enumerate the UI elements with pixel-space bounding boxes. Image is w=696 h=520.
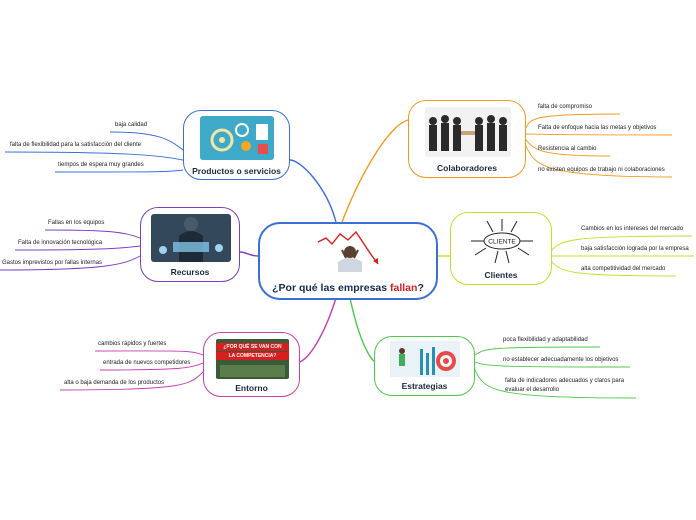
estrategias-label: Estrategias: [401, 381, 448, 391]
entorno-label: Entorno: [235, 383, 268, 393]
estrategias-leaf-2[interactable]: no establecer adecuadamente los objetivo…: [503, 357, 619, 363]
colaboradores-leaf-1[interactable]: falta de compromiso: [538, 104, 593, 110]
target-strategy-icon: [390, 341, 460, 377]
central-topic[interactable]: ¿Por qué las empresas fallan?: [258, 222, 438, 300]
central-title-suffix: ?: [417, 282, 424, 294]
clientes-label: Clientes: [484, 270, 518, 280]
clientes-leaf-3[interactable]: alta competitividad del mercado: [581, 266, 666, 272]
entorno-leaf-1[interactable]: cambios rápidos y fuertes: [98, 341, 167, 347]
productos-leaf-3[interactable]: tiempos de espera muy grandes: [58, 162, 144, 168]
recursos-leaf-3[interactable]: Gastos imprevistos por fallas internas: [2, 260, 103, 266]
productos-leaf-2[interactable]: falta de flexibilidad para la satisfacci…: [10, 142, 142, 148]
estrategias-leaf-1[interactable]: poca flexibilidad y adaptabilidad: [503, 337, 588, 343]
client-arrows-icon: CLIENTE: [471, 219, 533, 264]
connector-colaboradores: [341, 119, 409, 223]
topic-productos[interactable]: Productos o servicios: [183, 110, 290, 180]
estrategias-leaf-3a[interactable]: falta de indicadores adecuados y claros …: [505, 378, 625, 384]
colaboradores-label: Colaboradores: [437, 163, 497, 173]
entorno-leaf-3[interactable]: alta o baja demanda de los productos: [64, 380, 165, 386]
colaboradores-leaf-4[interactable]: no existen equipos de trabajo ni colabor…: [538, 167, 665, 173]
colaboradores-leaf-2[interactable]: Falta de enfoque hacia las metas y objet…: [538, 125, 657, 131]
clientes-leaf-1[interactable]: Cambios en los intereses del mercado: [581, 226, 684, 232]
recursos-leaf-1[interactable]: Fallas en los equipos: [48, 220, 105, 226]
productos-label: Productos o servicios: [192, 166, 281, 176]
central-title-prefix: ¿Por qué las empresas: [272, 282, 391, 294]
topic-colaboradores[interactable]: Colaboradores: [408, 100, 526, 178]
competition-banner-image: ¿POR QUÉ SE VAN CON LA COMPETENCIA?: [216, 339, 289, 379]
connector-estrategias: [349, 297, 377, 363]
topic-clientes[interactable]: CLIENTE Clientes: [450, 212, 552, 285]
cliente-bubble-text: CLIENTE: [488, 239, 516, 246]
process-gears-icon: [200, 116, 274, 160]
central-title-highlight: fallan: [390, 282, 418, 294]
recursos-leaf-2[interactable]: Falta de innovación tecnológica: [18, 240, 103, 246]
estrategias-leaf-3b[interactable]: evaluar el desarrollo: [505, 387, 560, 393]
businessman-stress-icon: [317, 230, 379, 272]
topic-entorno[interactable]: ¿POR QUÉ SE VAN CON LA COMPETENCIA? Ento…: [203, 332, 300, 397]
topic-recursos[interactable]: Recursos: [140, 207, 240, 282]
recursos-label: Recursos: [170, 267, 210, 277]
banner-line-2: LA COMPETENCIA?: [216, 352, 289, 360]
team-handshake-icon: [425, 107, 511, 157]
clientes-leaf-2[interactable]: baja satisfacción lograda por la empresa: [581, 246, 689, 252]
connector-productos: [289, 159, 337, 223]
colaboradores-leaf-3[interactable]: Resistencia al cambio: [538, 146, 597, 152]
banner-line-1: ¿POR QUÉ SE VAN CON: [216, 343, 289, 351]
productos-leaf-1[interactable]: baja calidad: [115, 122, 148, 128]
entorno-leaf-2[interactable]: entrada de nuevos competidores: [103, 360, 191, 366]
businessman-tech-icon: [151, 214, 231, 262]
topic-estrategias[interactable]: Estrategias: [374, 336, 475, 396]
connector-recursos: [239, 251, 259, 257]
connector-entorno: [299, 297, 337, 363]
